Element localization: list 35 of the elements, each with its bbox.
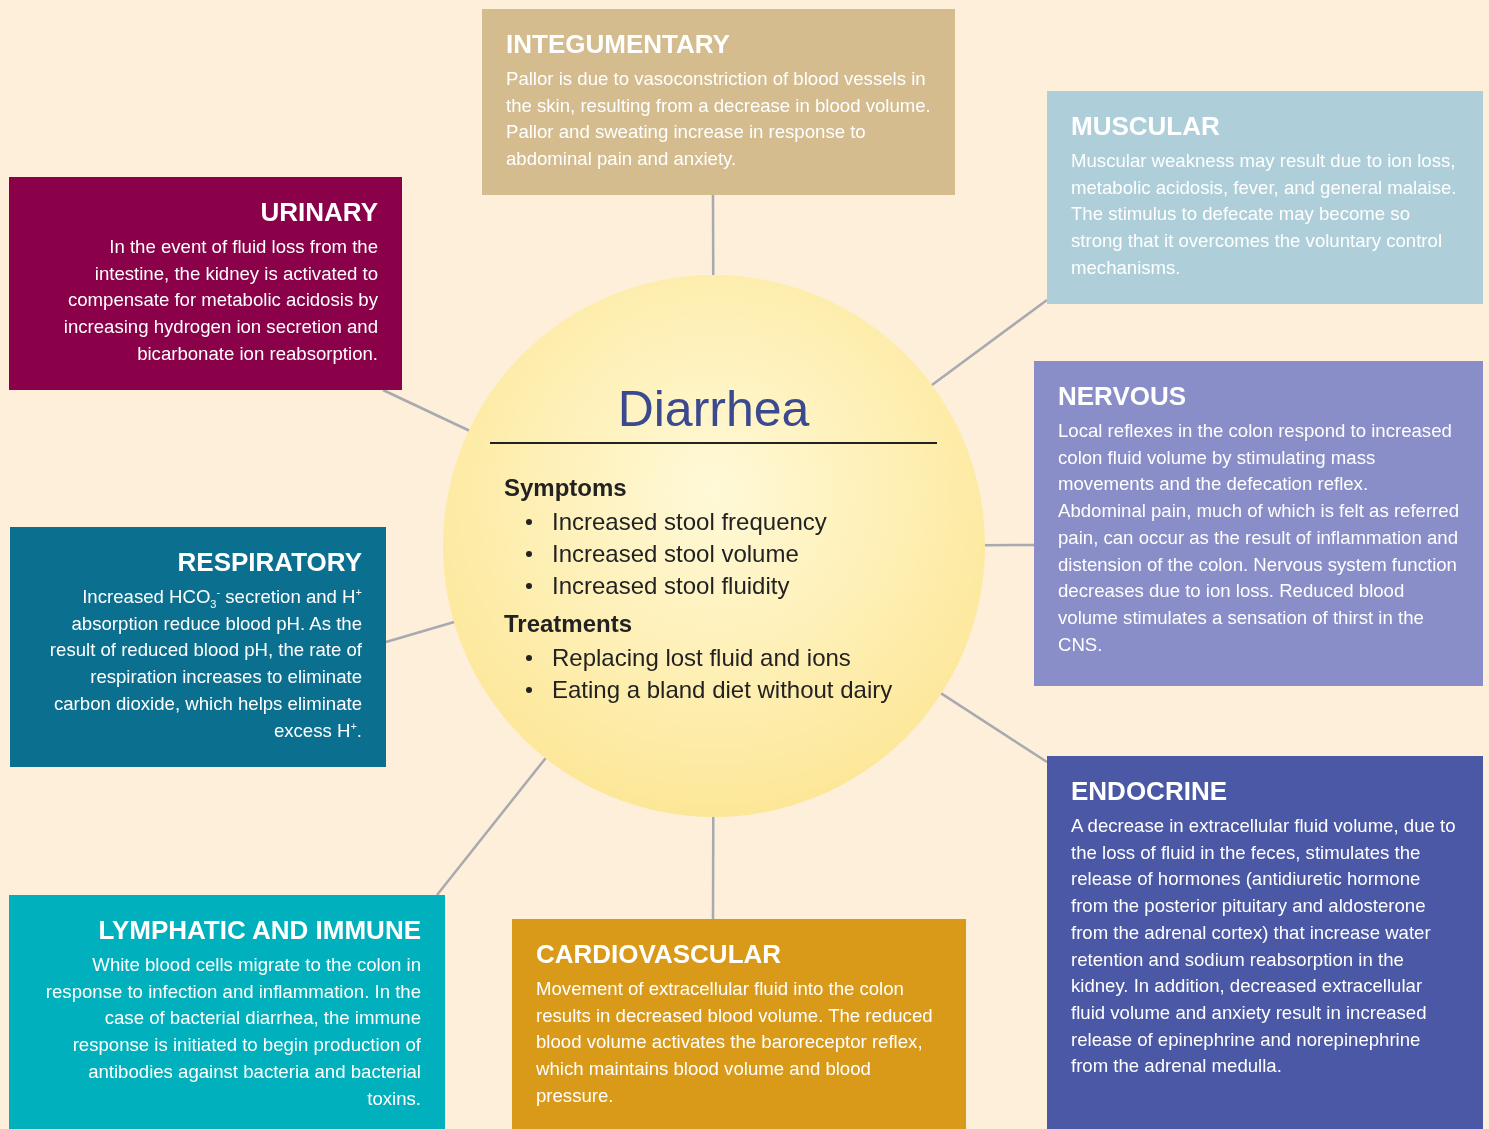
system-card <box>1034 361 1483 686</box>
card-text: A decrease in extracellular fluid volume, due to the loss of fluid in the feces, stimulates the release of hormones (antidiuretic hormone from the posterior pituitary and aldosterone from the adrenal cortex) that increase water retention and sodium reabsorption in the kidney. In addition, decreased extracellular fluid volume and anxiety result in increased release of epinephrine and norepinephrine from the adrenal medulla. <box>1071 814 1457 1079</box>
card-text: White blood cells migrate to the colon in response to infection and inflammation. In the case of bacterial diarrhea, the immune response is initiated to begin production of antibodies against bacteria and bacterial toxins. <box>44 953 421 1111</box>
card-text: Local reflexes in the colon respond to increased colon fluid volume by stimulating mass movements and the defecation reflex. Abdominal pain, much of which is felt as referred pain, can occur as the result of inflammation and distension of the colon. Nervous system function decreases due to ion loss. Reduced blood volume stimulates a sensation of thirst in the CNS. <box>1058 419 1459 657</box>
card-text: Movement of extracellular fluid into the colon results in decreased blood volume. The reduced blood volume activates the baroreceptor reflex, which maintains blood volume and blood pressure. <box>536 977 934 1108</box>
system-card <box>512 919 966 1129</box>
bullet-item: Increased stool frequency <box>552 508 827 535</box>
system-card <box>10 527 386 767</box>
system-card <box>1047 91 1483 304</box>
bullet-item: Replacing lost fluid and ions <box>552 644 851 671</box>
system-card <box>9 177 402 390</box>
connector-line <box>711 814 715 919</box>
section-heading: Treatments <box>504 610 634 638</box>
bullet-item: Increased stool volume <box>552 540 799 567</box>
card-heading: URINARY <box>259 197 378 228</box>
card-heading: RESPIRATORY <box>176 547 362 578</box>
section-heading: Symptoms <box>504 474 628 502</box>
card-text: Pallor is due to vasoconstriction of blood vessels in the skin, resulting from a decrease in blood volume. Pallor and sweating increase in response to abdominal pain and anxiety. <box>506 67 931 172</box>
topic-title: Diarrhea <box>490 380 937 444</box>
system-card <box>9 895 445 1129</box>
connector-line <box>436 755 549 896</box>
system-card <box>1047 756 1483 1129</box>
card-heading: ENDOCRINE <box>1071 776 1228 807</box>
card-heading: NERVOUS <box>1058 381 1188 412</box>
connector-line <box>711 195 715 278</box>
card-text: Increased HCO$_{3}$$^{-}$ secretion and H$^{+}$ absorption reduce blood pH. As the result of reduced blood pH, the rate of respiration increases to eliminate carbon dioxide, which helps eliminate excess H$^{+}$. <box>48 584 362 743</box>
card-heading: INTEGUMENTARY <box>506 29 731 60</box>
card-heading: MUSCULAR <box>1071 111 1221 142</box>
bullet-item: Increased stool fluidity <box>552 572 790 599</box>
system-card <box>482 9 955 195</box>
card-heading: CARDIOVASCULAR <box>536 939 783 970</box>
card-text: In the event of fluid loss from the intestine, the kidney is activated to compensate for metabolic acidosis by increasing hydrogen ion secretion and bicarbonate ion reabsorption. <box>62 235 378 366</box>
bullet-item: Eating a bland diet without dairy <box>552 676 893 703</box>
card-text: Muscular weakness may result due to ion loss, metabolic acidosis, fever, and general malaise. The stimulus to defecate may become so strong that it overcomes the voluntary control mechanisms. <box>1071 149 1458 280</box>
card-heading: LYMPHATIC AND IMMUNE <box>97 915 421 946</box>
